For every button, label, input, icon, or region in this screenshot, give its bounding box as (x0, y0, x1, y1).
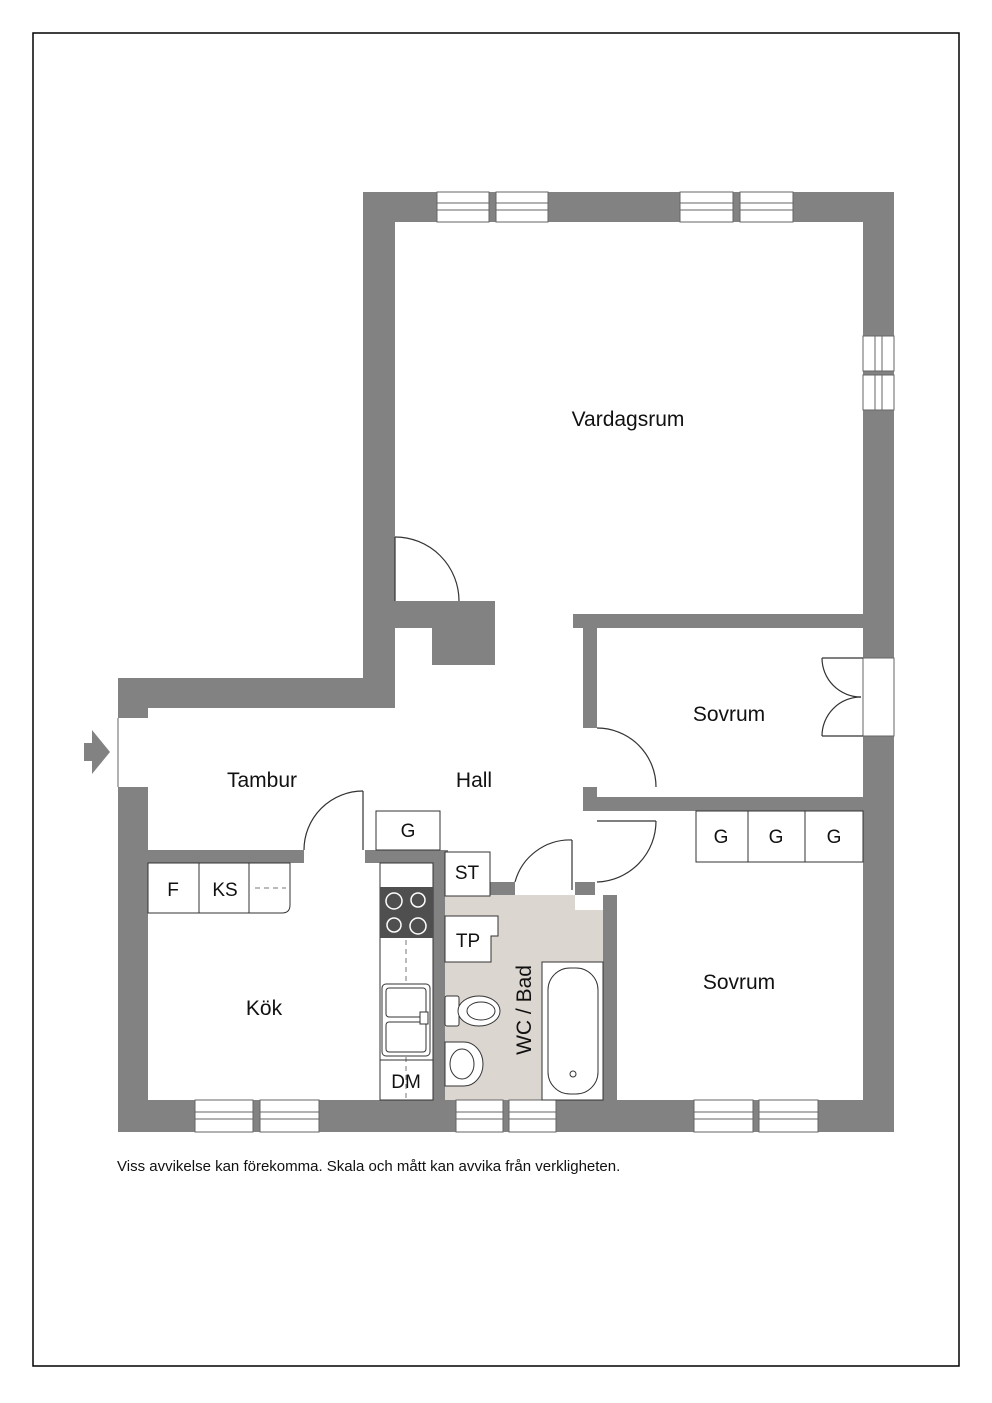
kitchen-counter-right: DM (379, 862, 434, 1101)
room-label-kitchen: Kök (246, 997, 283, 1020)
door-swing-icon[interactable] (596, 820, 657, 883)
window-icon (739, 191, 794, 223)
storage-label: ST (455, 863, 480, 884)
window-icon (758, 1099, 819, 1133)
washer: TP (444, 915, 499, 963)
window-icon (495, 191, 549, 223)
wardrobe-label: G (827, 827, 842, 848)
window-icon (436, 191, 490, 223)
kitchen-counter: F KS (147, 862, 291, 914)
hall-wardrobe: G (375, 810, 441, 851)
room-label-hall: Hall (456, 769, 492, 792)
room-label-bedroom: Sovrum (693, 703, 765, 726)
entrance-arrow-icon (84, 730, 110, 774)
stove-icon (380, 887, 433, 938)
room-label-bedroom: Sovrum (703, 971, 775, 994)
room-label-bathroom: WC / Bad (513, 965, 536, 1055)
door-swing-icon[interactable] (303, 790, 364, 851)
bedroom-wardrobes: G G G (695, 810, 864, 863)
door-swing-icon[interactable] (596, 727, 657, 788)
windows (194, 191, 895, 1133)
window-icon (508, 1099, 557, 1133)
room-label-living-room: Vardagsrum (572, 408, 685, 431)
balcony-door[interactable] (821, 657, 895, 737)
disclaimer-text: Viss avvikelse kan förekomma. Skala och … (117, 1158, 621, 1175)
bathtub-icon (541, 961, 604, 1101)
door-swing-icon[interactable] (394, 536, 460, 602)
hall-wardrobe-label: G (401, 821, 416, 842)
wardrobe-label: G (714, 827, 729, 848)
washer-label: TP (456, 931, 480, 952)
page-border (32, 32, 960, 1367)
window-icon (194, 1099, 254, 1133)
window-icon (455, 1099, 504, 1133)
window-icon (259, 1099, 320, 1133)
storage-closet: ST (444, 851, 491, 897)
fridge-freezer-label: KS (212, 880, 237, 901)
dishwasher-label: DM (391, 1072, 421, 1093)
toilet-icon (444, 995, 501, 1027)
fridge-label: F (167, 880, 179, 901)
door-swing-icon[interactable] (514, 839, 573, 890)
window-icon (693, 1099, 754, 1133)
washbasin-icon (444, 1041, 484, 1087)
entrance[interactable] (84, 718, 119, 787)
window-icon (862, 335, 895, 372)
sink-icon (381, 983, 431, 1057)
window-icon (679, 191, 734, 223)
room-label-entry: Tambur (227, 769, 297, 792)
window-icon (862, 374, 895, 411)
wardrobe-label: G (769, 827, 784, 848)
